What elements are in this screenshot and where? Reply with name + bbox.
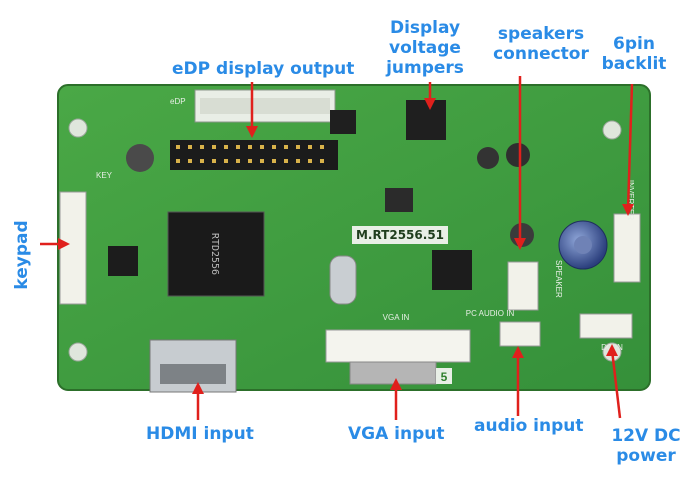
svg-text:SPEAKER: SPEAKER <box>554 260 563 298</box>
svg-text:KEY: KEY <box>96 171 113 180</box>
svg-text:eDP: eDP <box>170 97 186 106</box>
speakers-connector <box>507 261 539 311</box>
pin-header <box>170 140 338 170</box>
label-backlit-line2: backlit <box>601 54 667 74</box>
callout-arrows <box>40 76 634 420</box>
label-speakers-line2: connector <box>493 44 589 64</box>
label-power-line1: 12V DC <box>611 426 681 446</box>
label-speakers-connector: speakers connector <box>492 24 590 64</box>
chip-label: RTD2556 <box>209 233 220 275</box>
vga-connector <box>325 329 471 363</box>
label-6pin-backlit: 6pin backlit <box>598 34 670 74</box>
svg-text:PC AUDIO IN: PC AUDIO IN <box>466 309 515 318</box>
audio-connector <box>499 321 541 347</box>
label-12v-dc-power: 12V DC power <box>600 426 692 466</box>
label-display-voltage-line2: voltage <box>389 38 461 58</box>
model-label: M.RT2556.51 <box>356 228 444 242</box>
label-vga-input: VGA input <box>348 424 445 444</box>
svg-text:5: 5 <box>441 370 448 384</box>
label-display-voltage-line1: Display <box>389 18 461 38</box>
label-display-voltage-jumpers: Display voltage jumpers <box>386 18 464 78</box>
label-backlit-line1: 6pin <box>613 34 655 54</box>
label-display-voltage-line3: jumpers <box>386 58 464 78</box>
jumper-block <box>406 100 446 140</box>
label-power-line2: power <box>616 446 676 466</box>
mounting-holes <box>68 118 622 362</box>
power-connector <box>579 313 633 339</box>
svg-text:INVERTER: INVERTER <box>626 180 635 221</box>
label-speakers-line1: speakers <box>497 24 585 44</box>
label-hdmi-input: HDMI input <box>146 424 254 444</box>
label-edp-output: eDP display output <box>172 59 355 79</box>
label-audio-input: audio input <box>474 416 584 436</box>
backlight-connector <box>613 213 641 283</box>
svg-text:VGA IN: VGA IN <box>383 313 410 322</box>
main-chip <box>167 211 265 297</box>
keypad-connector <box>59 191 87 305</box>
label-keypad: keypad <box>12 220 32 290</box>
